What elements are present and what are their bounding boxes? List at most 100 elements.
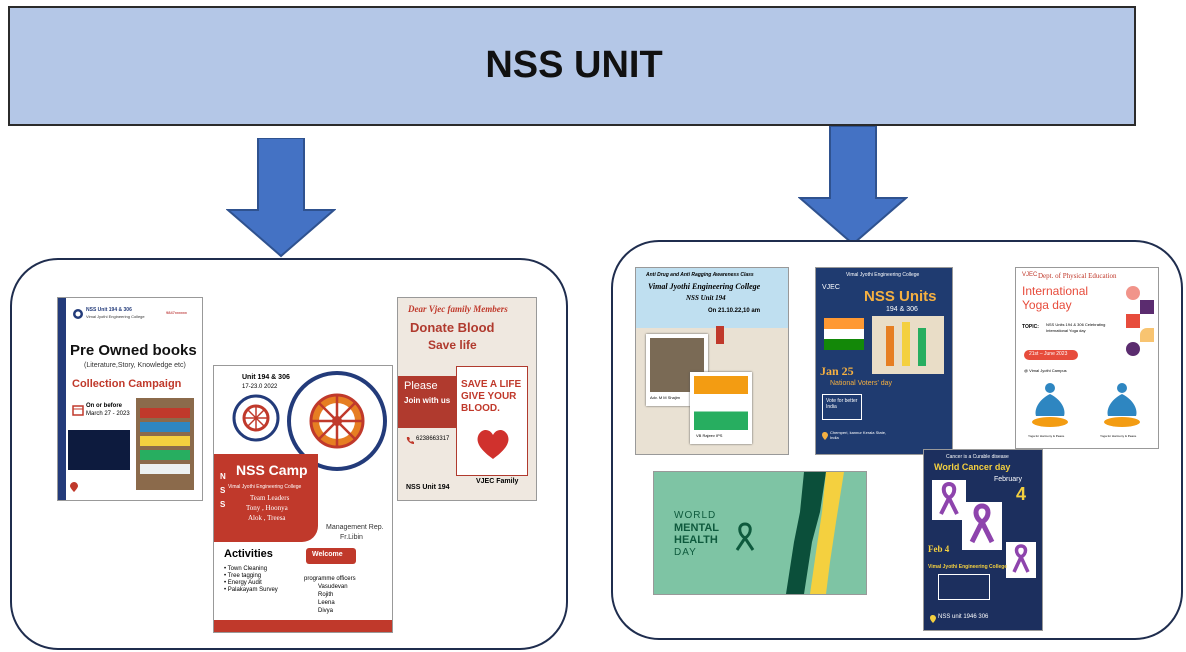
yoga-topic: TOPIC: bbox=[1022, 324, 1039, 330]
camp-title: NSS Camp bbox=[236, 462, 308, 478]
camp-activities-title: Activities bbox=[224, 548, 273, 560]
camp-footer-bar bbox=[214, 620, 392, 632]
blood-phone: 6238663317 bbox=[416, 436, 450, 442]
ribbon-icon bbox=[1012, 544, 1030, 573]
poster-stripe bbox=[58, 298, 66, 500]
books-date-label: On or before bbox=[86, 403, 123, 409]
camp-activity-text: Palakayam Survey bbox=[227, 587, 278, 593]
poster-anti-drug[interactable]: Anti Drug and Anti Ragging Awareness Cla… bbox=[636, 268, 788, 454]
yoga-dept: Dept. of Physical Education bbox=[1038, 272, 1117, 280]
camp-welcome-badge: Welcome bbox=[306, 548, 356, 564]
camp-red-panel bbox=[214, 454, 318, 542]
drug-date: On 21.10.22,10 am bbox=[708, 308, 761, 314]
yoga-pattern bbox=[1126, 286, 1154, 356]
poster-yoga-day[interactable]: VJEC Dept. of Physical Education Interna… bbox=[1016, 268, 1158, 448]
cancer-tagline: Cancer is a Curable disease bbox=[946, 454, 1009, 460]
ribbon-icon bbox=[735, 522, 755, 551]
camp-activity-text: Town Cleaning bbox=[227, 566, 268, 572]
voters-hands-image bbox=[872, 316, 944, 374]
mental-line-2: MENTAL bbox=[674, 522, 720, 534]
blood-slogan-3: BLOOD. bbox=[461, 403, 500, 414]
voters-badge bbox=[824, 318, 864, 350]
blood-family: VJEC Family bbox=[476, 478, 519, 485]
camp-letter-n: N bbox=[220, 472, 226, 481]
calendar-icon bbox=[72, 405, 84, 416]
cancer-text-box bbox=[938, 574, 990, 600]
yoga-tag-2: Yoga for Harmony & Peace bbox=[1100, 434, 1137, 438]
poster-pre-owned-books[interactable]: NSS Unit 194 & 306 Vimal Jyothi Engineer… bbox=[58, 298, 202, 500]
phone-icon bbox=[406, 437, 414, 444]
books-photo bbox=[136, 398, 194, 490]
camp-officers-title: programme officers bbox=[304, 576, 356, 582]
camp-leaders-2: Alok , Treesa bbox=[248, 514, 286, 522]
camp-activity-text: Tree tagging bbox=[227, 573, 262, 579]
poster-nss-camp[interactable]: Unit 194 & 306 17-23.0 2022 N S S NSS Ca… bbox=[214, 366, 392, 632]
header-banner: NSS UNIT bbox=[8, 6, 1136, 126]
poster-mental-health-day[interactable]: WORLD MENTAL HEALTH DAY bbox=[654, 472, 866, 594]
voters-title: NSS Units bbox=[864, 288, 937, 305]
camp-activity-2: • Tree tagging bbox=[224, 573, 262, 579]
yoga-tag-1: Yoga for Harmony & Peace bbox=[1028, 434, 1065, 438]
yoga-date: 21st – June 2023 bbox=[1029, 351, 1068, 357]
books-unit: NSS Unit 194 & 306 bbox=[86, 307, 132, 313]
yoga-title-1: International bbox=[1022, 284, 1089, 298]
location-pin-icon bbox=[822, 432, 828, 440]
location-pin-icon bbox=[70, 482, 78, 492]
drug-unit: NSS Unit 194 bbox=[686, 294, 726, 302]
blood-slogan-1: SAVE A LIFE bbox=[461, 379, 522, 390]
camp-officer: Leena bbox=[318, 600, 335, 606]
camp-activity-3: • Energy Audit bbox=[224, 580, 262, 586]
voters-date: Jan 25 bbox=[820, 364, 854, 378]
cancer-month: February bbox=[994, 476, 1023, 483]
camp-welcome: Welcome bbox=[312, 551, 343, 558]
drug-photo-2: VB Rajeev IPS bbox=[690, 372, 752, 444]
camp-activity-4: • Palakayam Survey bbox=[224, 587, 278, 593]
mental-line-4: DAY bbox=[674, 547, 697, 558]
poster-voters-day[interactable]: Vimal Jyothi Engineering College VJEC NS… bbox=[816, 268, 952, 454]
camp-leaders-1: Tony , Hoonya bbox=[246, 504, 288, 512]
poster-cancer-day[interactable]: Cancer is a Curable disease World Cancer… bbox=[924, 450, 1042, 630]
camp-letter-s2: S bbox=[220, 500, 226, 509]
voters-college: Vimal Jyothi Engineering College bbox=[846, 272, 920, 278]
blood-join: Join with us bbox=[404, 396, 451, 405]
camp-activity-text: Energy Audit bbox=[227, 580, 262, 586]
blood-unit: NSS Unit 194 bbox=[406, 484, 450, 491]
nss-logo-icon bbox=[73, 309, 83, 319]
camp-officer: Vasudevan bbox=[318, 584, 348, 590]
ribbon-icon bbox=[969, 503, 995, 544]
nss-small-emblem-icon bbox=[232, 394, 280, 442]
books-subtitle: (Literature,Story, Knowledge etc) bbox=[84, 362, 186, 369]
yoga-topic-text: NSS Units 194 & 306 Celebrating Internat… bbox=[1046, 322, 1106, 333]
blood-title: Donate Blood bbox=[410, 320, 495, 335]
camp-officer: Rojith bbox=[318, 592, 334, 598]
books-malayalam-box bbox=[68, 430, 130, 470]
blood-greeting: Dear Vjec family Members bbox=[408, 304, 508, 314]
cancer-day: 4 bbox=[1016, 484, 1027, 504]
voters-short: VJEC bbox=[822, 284, 840, 291]
heart-icon bbox=[477, 429, 509, 459]
yoga-figure-icon bbox=[1104, 383, 1140, 427]
down-arrow-left-icon bbox=[226, 138, 336, 258]
cancer-card-1 bbox=[932, 480, 966, 520]
blood-subtitle: Save life bbox=[428, 338, 477, 352]
drug-speaker-1: Adv. M M Shajim bbox=[650, 395, 680, 400]
camp-unit: Unit 194 & 306 bbox=[242, 374, 290, 381]
drug-college: Vimal Jyothi Engineering College bbox=[648, 282, 761, 291]
camp-management-name: Fr.Libin bbox=[340, 534, 363, 541]
yoga-venue: @ Vimal Jyothi Campus bbox=[1024, 368, 1067, 373]
books-college: Vimal Jyothi Engineering College bbox=[86, 314, 145, 319]
hands-illustration-icon bbox=[786, 472, 844, 594]
yoga-title-2: Yoga day bbox=[1022, 298, 1072, 312]
yoga-org: VJEC bbox=[1022, 272, 1038, 278]
cancer-college: Vimal Jyothi Engineering College bbox=[928, 564, 1008, 570]
books-phone: 9847xxxxxx bbox=[166, 310, 187, 315]
camp-officer: Divya bbox=[318, 608, 334, 614]
blood-slogan-2: GIVE YOUR bbox=[461, 391, 517, 402]
mental-line-1: WORLD bbox=[674, 510, 717, 521]
poster-donate-blood[interactable]: Dear Vjec family Members Donate Blood Sa… bbox=[398, 298, 536, 500]
cancer-card-2 bbox=[962, 502, 1002, 550]
drug-clip bbox=[716, 326, 724, 344]
location-pin-icon bbox=[930, 615, 936, 623]
voters-vote: Vote for better India bbox=[826, 398, 858, 410]
camp-college: Vimal Jyothi Engineering College bbox=[228, 484, 302, 490]
